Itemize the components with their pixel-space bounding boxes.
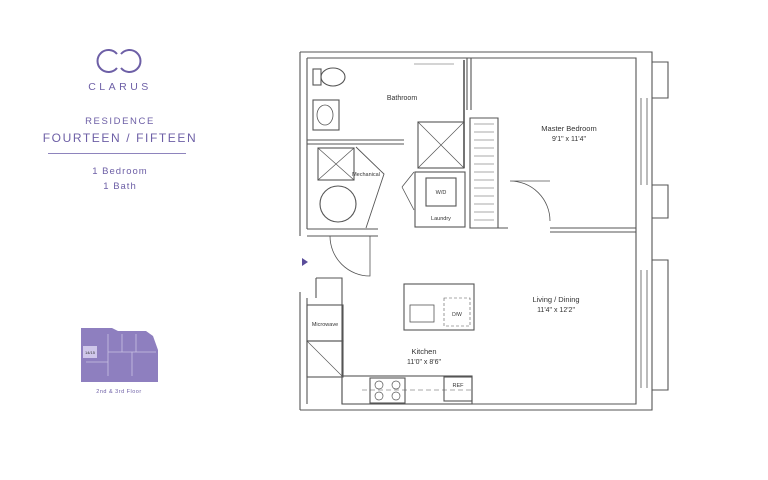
kitchen-wall <box>315 277 343 404</box>
bath-bedroom-wall <box>466 58 472 110</box>
laundry-closet <box>414 171 466 228</box>
refrigerator <box>443 376 473 402</box>
bath-south-wall <box>307 228 378 237</box>
label-dishwasher: D/W <box>452 312 462 318</box>
west-wall-upper <box>299 52 308 236</box>
brand-name: CLARUS <box>88 81 152 93</box>
label-refrigerator: REF <box>453 383 465 389</box>
label-laundry: Laundry <box>431 216 451 222</box>
shower-partition <box>307 139 404 145</box>
closet <box>469 117 499 229</box>
laundry-doors <box>401 171 415 211</box>
label-bathroom: Bathroom <box>387 95 418 102</box>
dishwasher <box>443 297 471 327</box>
bathroom-count: 1 Bath <box>103 181 137 192</box>
island-sink <box>409 304 435 323</box>
dims-living-dining: 11'4" x 12'2" <box>537 307 575 314</box>
washer-dryer <box>425 177 457 207</box>
entry-door <box>329 235 371 277</box>
bathroom-sink <box>312 99 340 131</box>
window-bays <box>652 61 669 391</box>
entry-arrow-icon <box>302 258 308 266</box>
residence-name: FOURTEEN / FIFTEEN <box>42 131 198 145</box>
label-living-dining: Living / Dining <box>532 295 579 304</box>
info-panel: CLARUS RESIDENCE FOURTEEN / FIFTEEN 1 Be… <box>0 0 220 480</box>
mechanical-door <box>355 146 385 229</box>
divider <box>48 153 186 154</box>
toilet-tank <box>312 68 322 86</box>
dims-kitchen: 11'0" x 8'6" <box>407 359 441 366</box>
label-mechanical: Mechanical <box>352 172 380 178</box>
label-master-bedroom: Master Bedroom <box>541 124 596 133</box>
stove <box>369 377 406 404</box>
label-kitchen: Kitchen <box>411 347 436 356</box>
windows <box>640 98 648 388</box>
residence-label: RESIDENCE <box>85 116 155 127</box>
keyplan-unit-label: 14/15 <box>85 350 96 355</box>
kitchen-island <box>403 283 475 331</box>
floor-label: 2nd & 3rd Floor <box>96 389 142 395</box>
water-heater-tank <box>319 185 357 223</box>
bedroom-count: 1 Bedroom <box>92 166 148 177</box>
dims-master-bedroom: 9'1" x 11'4" <box>552 136 586 143</box>
key-plan: 14/15 <box>81 328 158 382</box>
label-microwave: Microwave <box>312 322 338 328</box>
exterior-wall-outer <box>300 51 653 411</box>
unit-summary: 1 Bedroom 1 Bath <box>70 164 170 194</box>
west-wall-lower <box>299 292 308 410</box>
water-heater-box <box>317 147 355 181</box>
bedroom-living-wall <box>498 227 636 233</box>
pantry <box>306 340 344 378</box>
closet-shelves <box>474 123 494 221</box>
interlocking-rings-icon <box>96 49 142 73</box>
bedroom-door <box>509 180 551 222</box>
label-washer-dryer: W/D <box>436 190 447 196</box>
toilet-bowl <box>320 67 346 87</box>
